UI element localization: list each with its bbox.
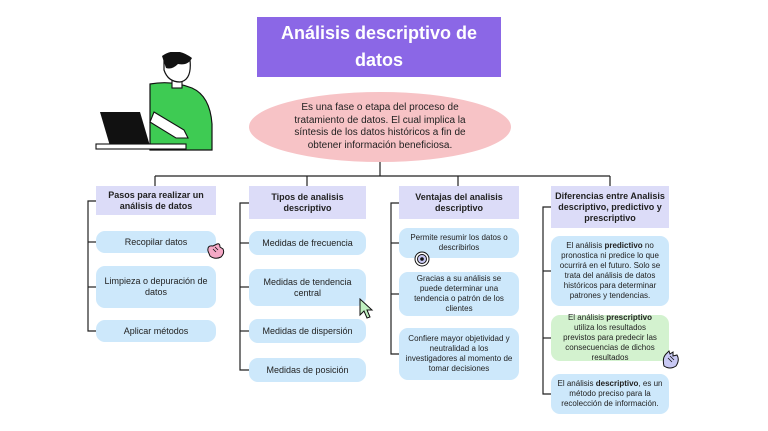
node-analisis-descriptivo: El análisis descriptivo, es un método pr…	[551, 374, 669, 414]
heading-pasos: Pasos para realizar un análisis de datos	[96, 186, 216, 215]
heading-ventajas: Ventajas del analisis descriptivo	[399, 186, 519, 219]
node-aplicar-metodos: Aplicar métodos	[96, 320, 216, 342]
node-medidas-dispersion: Medidas de dispersión	[249, 319, 366, 343]
node-recopilar-datos: Recopilar datos	[96, 231, 216, 253]
node-limpieza-datos: Limpieza o depuración de datos	[96, 266, 216, 308]
heading-tipos: Tipos de analisis descriptivo	[249, 186, 366, 219]
node-medidas-posicion: Medidas de posición	[249, 358, 366, 382]
clapping-hands-icon	[662, 350, 679, 369]
node-medidas-tendencia-central: Medidas de tendencia central	[249, 269, 366, 306]
node-analisis-prescriptivo: El análisis prescriptivo utiliza los res…	[551, 313, 669, 362]
heading-diferencias: Diferencias entre Analisis descriptivo, …	[551, 186, 669, 228]
node-analisis-predictivo: El análisis predictivo no pronostica ni …	[551, 236, 669, 306]
target-icon	[414, 251, 430, 267]
hand-pointer-icon	[207, 243, 225, 259]
node-ventaja-objetividad: Confiere mayor objetividad y neutralidad…	[399, 328, 519, 380]
node-medidas-frecuencia: Medidas de frecuencia	[249, 231, 366, 255]
diagram-title: Análisis descriptivo de datos	[257, 17, 501, 77]
definition-oval: Es una fase o etapa del proceso de trata…	[249, 92, 511, 162]
node-ventaja-tendencia: Gracias a su análisis se puede determina…	[399, 272, 519, 316]
cursor-arrow-icon	[359, 298, 374, 319]
person-laptop-illustration	[95, 52, 213, 151]
